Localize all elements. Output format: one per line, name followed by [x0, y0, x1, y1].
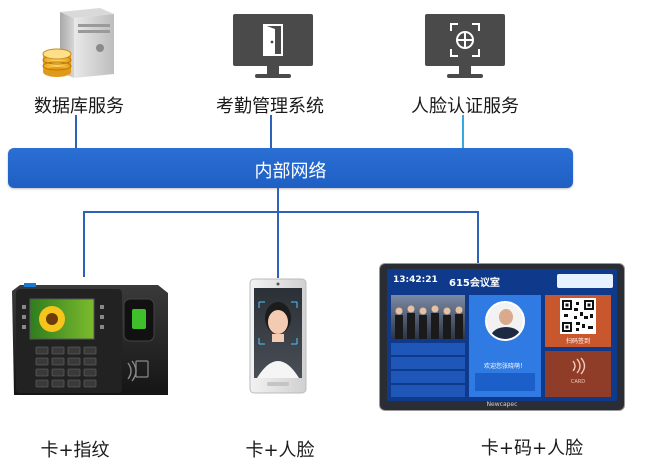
face-service-connector [462, 115, 464, 149]
panel-photo [391, 295, 465, 339]
door-monitor-icon [233, 14, 313, 80]
panel-scan-hint: 扫码签到 [565, 338, 590, 345]
fingerprint-terminal-icon [8, 277, 168, 402]
database-server-icon [40, 8, 120, 83]
panel-welcome-text: 欢迎您张晓萌！ [483, 363, 526, 370]
school-logo [557, 274, 613, 288]
panel-room-name: 615会议室 [449, 278, 500, 289]
trunk-line [277, 188, 279, 212]
nfc-card-icon [572, 357, 586, 375]
qr-code-icon [560, 298, 596, 334]
distribution-line [83, 211, 479, 213]
face-terminal-drop-line [277, 211, 279, 278]
internal-network-label: 内部网络 [254, 161, 327, 182]
meeting-panel-icon: 13:42:21 615会议室 欢迎您张晓萌！ 扫码签到 CAR [379, 263, 625, 411]
face-auth-service-label: 人脸认证服务 [411, 96, 519, 117]
panel-card-area [545, 351, 611, 397]
face-scan-monitor-icon [425, 14, 505, 80]
database-service-label: 数据库服务 [34, 96, 124, 117]
panel-drop-line [477, 211, 479, 263]
card-face-caption: 卡+人脸 [245, 440, 315, 461]
panel-card-hint: CARD [570, 379, 586, 385]
attendance-system-label: 考勤管理系统 [216, 96, 324, 117]
face-terminal-icon [249, 278, 307, 394]
panel-brand: Newcapec [486, 401, 518, 408]
fingerprint-drop-line [83, 211, 85, 277]
card-code-face-caption: 卡+码+人脸 [480, 438, 584, 459]
panel-time: 13:42:21 [393, 275, 438, 285]
internal-network-bar: 内部网络 [8, 148, 573, 188]
card-fingerprint-caption: 卡+指纹 [40, 440, 110, 461]
db-connector [75, 115, 77, 149]
panel-avatar [485, 301, 525, 341]
attendance-connector [270, 115, 272, 149]
